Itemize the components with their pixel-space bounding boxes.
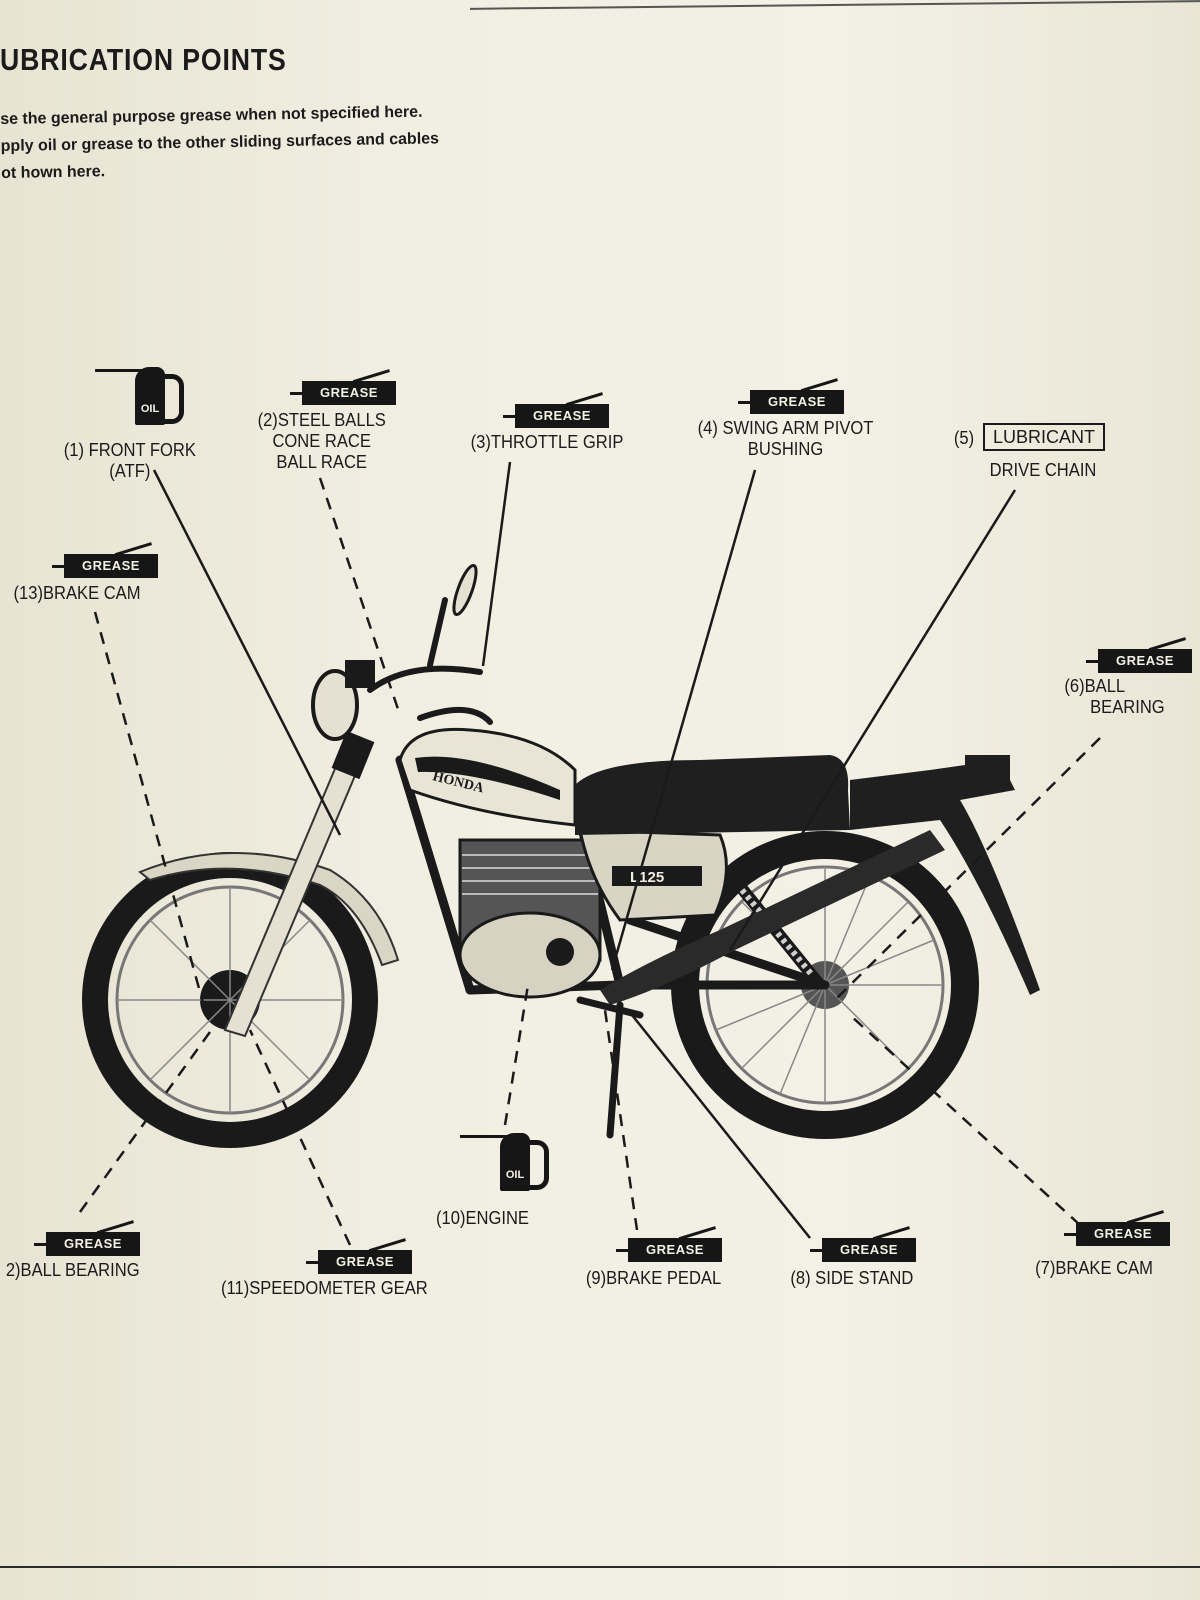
label-side-stand: (8) SIDE STAND <box>790 1268 914 1288</box>
label-engine: (10)ENGINE <box>436 1208 529 1228</box>
grease-tag: GREASE <box>306 1250 412 1274</box>
rear-shock <box>730 876 825 989</box>
bottom-rule <box>0 1566 1200 1568</box>
oil-can-icon: OIL <box>95 364 189 428</box>
side-badge-text: L125 <box>630 869 664 886</box>
label-front-fork: (1) FRONT FORK (ATF) <box>64 440 196 482</box>
label-front-ball-bearing: 2)BALL BEARING <box>5 1260 140 1280</box>
label-rear-ball-bearing-line1: (6)BALL <box>1064 676 1126 696</box>
front-fender <box>138 852 400 967</box>
page-title: UBRICATION POINTS <box>0 42 287 77</box>
engine <box>458 838 602 999</box>
grease-tag: GREASE <box>34 1232 140 1256</box>
label-drive-chain: DRIVE CHAIN <box>989 460 1097 480</box>
label-brake-pedal: (9)BRAKE PEDAL <box>585 1268 722 1288</box>
label-steel-balls-line2: CONE RACE <box>272 431 371 451</box>
label-throttle-grip: (3)THROTTLE GRIP <box>470 432 624 452</box>
side-stand <box>576 996 644 1139</box>
label-steel-balls-line3: BALL RACE <box>276 452 367 472</box>
label-steel-balls-line1: (2)STEEL BALLS <box>257 410 386 430</box>
rear-fender <box>850 755 1040 995</box>
label-swing-arm-line1: (4) SWING ARM PIVOT <box>697 418 874 438</box>
leader-lines <box>152 461 1017 1239</box>
grease-tag: GREASE <box>52 554 158 578</box>
label-drive-chain-number: (5) <box>953 428 975 448</box>
label-front-brake-cam: (13)BRAKE CAM <box>13 583 141 603</box>
fuel-tank: HONDA <box>398 727 577 827</box>
oil-can-icon: OIL <box>460 1130 554 1194</box>
grease-tag: GREASE <box>503 404 609 428</box>
dashed-leader-lines <box>78 477 1101 1246</box>
grease-tag: GREASE <box>810 1238 916 1262</box>
grease-tag: GREASE <box>616 1238 722 1262</box>
lubricant-box: LUBRICANT <box>983 423 1106 451</box>
label-rear-ball-bearing-line2: BEARING <box>1090 697 1165 717</box>
front-wheel <box>82 852 378 1148</box>
seat <box>575 755 850 835</box>
label-steel-balls: (2)STEEL BALLS CONE RACE BALL RACE <box>258 410 386 473</box>
label-rear-brake-cam: (7)BRAKE CAM <box>1035 1258 1153 1278</box>
grease-tag: GREASE <box>1086 649 1192 673</box>
grease-tag: GREASE <box>738 390 844 414</box>
label-swing-arm-pivot: (4) SWING ARM PIVOT BUSHING <box>698 418 874 460</box>
exhaust <box>600 830 945 1005</box>
label-rear-ball-bearing: (6)BALL BEARING <box>1064 676 1164 718</box>
grease-tag: GREASE <box>1064 1222 1170 1246</box>
label-swing-arm-line2: BUSHING <box>747 439 824 459</box>
label-speedometer-gear: (11)SPEEDOMETER GEAR <box>220 1278 428 1298</box>
side-cover: L125 <box>578 828 728 922</box>
headlight <box>311 660 375 741</box>
handlebar <box>367 563 493 725</box>
label-front-fork-line2: (ATF) <box>109 461 151 481</box>
grease-tag: GREASE <box>290 381 396 405</box>
label-front-fork-line1: (1) FRONT FORK <box>63 440 196 460</box>
